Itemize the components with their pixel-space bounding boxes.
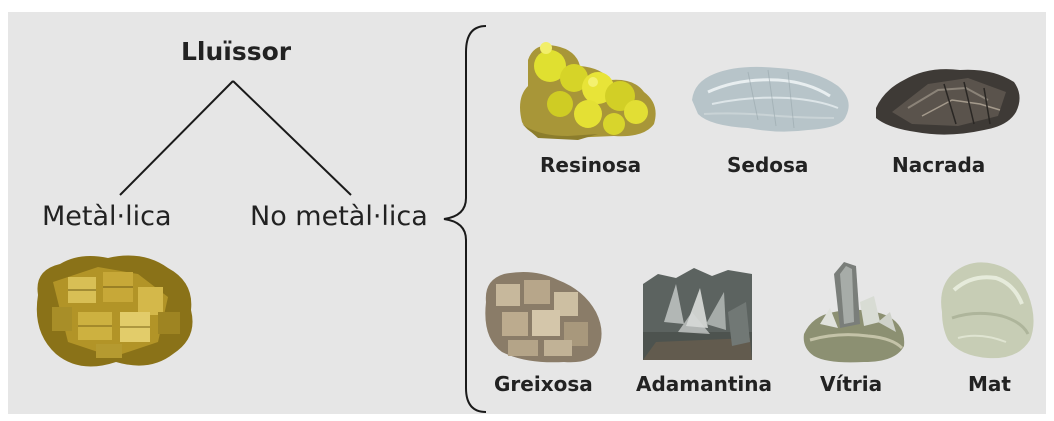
resinous-label: Resinosa xyxy=(540,153,641,177)
sulfur-image xyxy=(520,42,656,140)
root-title: Lluïssor xyxy=(181,37,291,66)
branch-line-metallic xyxy=(120,81,233,195)
greasy-mineral-image xyxy=(485,272,601,362)
metallic-label: Metàl·lica xyxy=(42,201,172,232)
pearly-mineral-image xyxy=(876,69,1020,134)
silky-mineral-image xyxy=(692,67,849,132)
greasy-label: Greixosa xyxy=(494,372,593,396)
curly-brace xyxy=(444,26,486,412)
dull-mineral-image xyxy=(941,262,1033,358)
dull-label: Mat xyxy=(968,372,1011,396)
pyrite-image xyxy=(37,256,193,367)
branch-line-non-metallic xyxy=(233,81,351,195)
adamantine-label: Adamantina xyxy=(636,372,772,396)
non-metallic-label: No metàl·lica xyxy=(250,201,428,232)
adamantine-mineral-image xyxy=(643,268,752,360)
pearly-label: Nacrada xyxy=(892,153,985,177)
vitreous-mineral-image xyxy=(804,262,904,362)
silky-label: Sedosa xyxy=(727,153,808,177)
diagram-canvas: Lluïssor Metàl·lica No metàl·lica Resino… xyxy=(8,12,1046,414)
vitreous-label: Vítria xyxy=(820,372,882,396)
